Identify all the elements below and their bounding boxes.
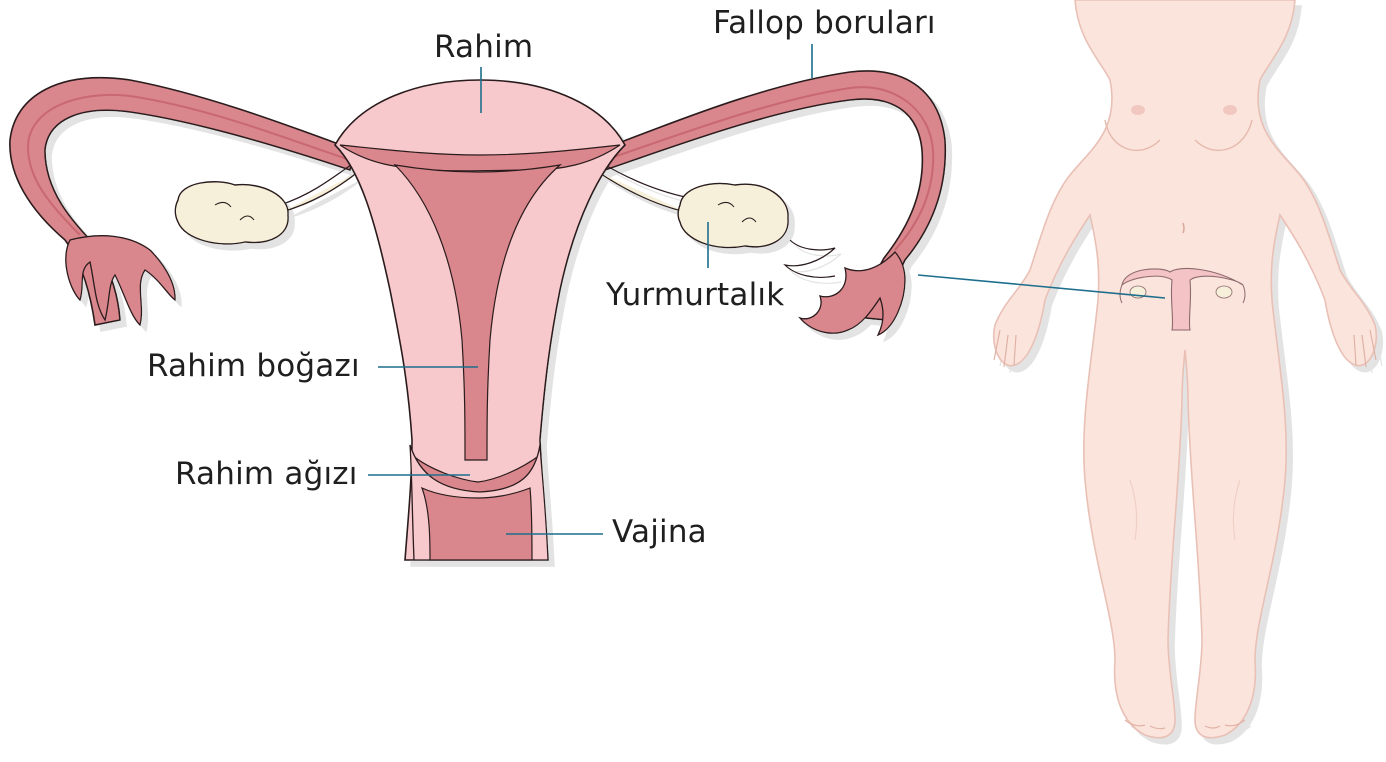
label-vagina: Vajina (612, 517, 707, 548)
label-fallopian-tubes: Fallop boruları (713, 8, 936, 39)
female-body-silhouette-icon (994, 0, 1377, 738)
label-cervix: Rahim ağızı (175, 459, 358, 490)
label-ovary: Yurmurtalık (606, 280, 784, 311)
uterus-illustration-icon (10, 71, 945, 560)
label-cervical-canal: Rahim boğazı (147, 351, 360, 382)
label-uterus: Rahim (434, 32, 533, 63)
